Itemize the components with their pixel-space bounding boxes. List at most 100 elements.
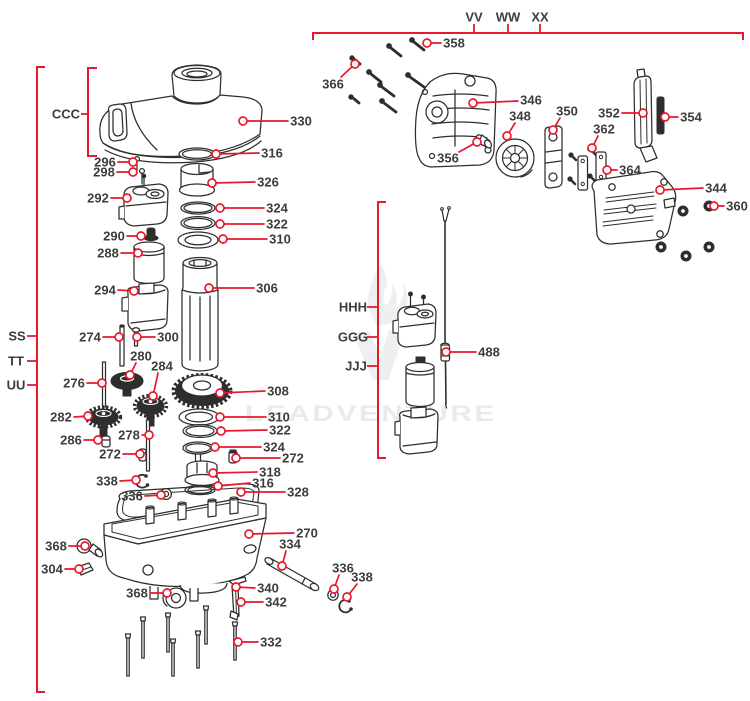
callout-marker[interactable] [468,98,478,108]
callout-322-16[interactable]: 322 [215,217,288,232]
callout-368-48[interactable]: 368 [126,586,172,601]
callout-marker[interactable] [233,637,243,647]
callout-marker[interactable] [207,178,217,188]
callout-marker[interactable] [132,332,142,342]
callout-marker[interactable] [93,435,103,445]
callout-298-19[interactable]: 298 [93,165,138,180]
callout-marker[interactable] [210,442,220,452]
callout-324-15[interactable]: 324 [215,201,289,216]
callout-316-40[interactable]: 316 [213,476,274,491]
callout-marker[interactable] [128,157,138,167]
callout-marker[interactable] [204,283,214,293]
callout-marker[interactable] [128,167,138,177]
callout-288-22[interactable]: 288 [97,246,143,261]
callout-326-14[interactable]: 326 [207,175,279,190]
callout-318-39[interactable]: 318 [208,465,281,480]
callout-290-21[interactable]: 290 [103,229,146,244]
callout-marker[interactable] [135,449,145,459]
callout-330-12[interactable]: 330 [238,114,312,129]
callout-340-49[interactable]: 340 [231,581,279,596]
callout-364-9[interactable]: 364 [602,163,642,178]
callout-marker[interactable] [441,347,451,357]
callout-294-23[interactable]: 294 [94,283,139,298]
callout-316-13[interactable]: 316 [211,146,283,161]
callout-marker[interactable] [422,38,432,48]
callout-marker[interactable] [215,219,225,229]
callout-334-45[interactable]: 334 [277,537,302,571]
callout-272-38[interactable]: 272 [231,451,304,466]
callout-306-33[interactable]: 306 [204,281,278,296]
callout-marker[interactable] [238,116,248,126]
callout-272-32[interactable]: 272 [99,447,145,462]
callout-marker[interactable] [211,149,221,159]
callout-marker[interactable] [80,541,90,551]
callout-270-44[interactable]: 270 [244,526,318,541]
callout-marker[interactable] [709,201,719,211]
callout-marker[interactable] [218,234,228,244]
callout-marker[interactable] [660,112,670,122]
callout-356-5[interactable]: 356 [437,137,482,166]
callout-348-3[interactable]: 348 [502,109,531,141]
callout-marker[interactable] [144,430,154,440]
callout-marker[interactable] [122,193,132,203]
callout-marker[interactable] [136,231,146,241]
callout-280-26[interactable]: 280 [125,349,152,380]
callout-366-1[interactable]: 366 [322,59,360,92]
callout-marker[interactable] [472,137,482,147]
callout-marker[interactable] [638,108,648,118]
callout-338-42[interactable]: 338 [96,474,141,489]
callout-marker[interactable] [215,412,225,422]
callout-282-29[interactable]: 282 [50,410,93,425]
callout-274-24[interactable]: 274 [79,330,124,345]
callout-marker[interactable] [329,584,339,594]
callout-310-35[interactable]: 310 [215,410,290,425]
callout-marker[interactable] [236,597,246,607]
callout-marker[interactable] [208,468,218,478]
callout-marker[interactable] [97,378,107,388]
callout-292-20[interactable]: 292 [87,191,132,206]
callout-344-10[interactable]: 344 [655,181,728,196]
callout-marker[interactable] [350,59,360,69]
callout-336-52[interactable]: 336 [329,561,354,594]
callout-marker[interactable] [602,165,612,175]
callout-marker[interactable] [83,411,93,421]
callout-322-36[interactable]: 322 [216,423,291,438]
callout-368-46[interactable]: 368 [45,539,90,554]
callout-276-28[interactable]: 276 [63,376,107,391]
callout-338-53[interactable]: 338 [342,570,373,602]
callout-332-51[interactable]: 332 [233,635,282,650]
callout-marker[interactable] [548,125,558,135]
callout-300-25[interactable]: 300 [132,330,179,345]
callout-marker[interactable] [277,561,287,571]
callout-350-4[interactable]: 350 [548,104,578,135]
callout-marker[interactable] [114,332,124,342]
callout-marker[interactable] [502,131,512,141]
callout-488-54[interactable]: 488 [441,345,500,360]
callout-marker[interactable] [215,203,225,213]
callout-354-7[interactable]: 354 [660,110,703,125]
callout-362-8[interactable]: 362 [587,122,615,153]
callout-336-43[interactable]: 336 [121,489,166,504]
callout-marker[interactable] [244,529,254,539]
callout-304-47[interactable]: 304 [41,562,84,577]
callout-marker[interactable] [162,588,172,598]
callout-278-31[interactable]: 278 [118,428,154,443]
callout-324-37[interactable]: 324 [210,440,286,455]
callout-marker[interactable] [342,592,352,602]
callout-286-30[interactable]: 286 [60,433,103,448]
callout-marker[interactable] [129,286,139,296]
callout-358-0[interactable]: 358 [422,36,465,51]
callout-marker[interactable] [156,490,166,500]
callout-marker[interactable] [74,564,84,574]
callout-308-34[interactable]: 308 [215,384,289,399]
callout-marker[interactable] [236,487,246,497]
callout-marker[interactable] [213,481,223,491]
callout-310-17[interactable]: 310 [218,232,291,247]
callout-296-18[interactable]: 296 [94,155,138,170]
callout-marker[interactable] [655,185,665,195]
callout-346-2[interactable]: 346 [468,93,542,108]
callout-marker[interactable] [133,248,143,258]
callout-marker[interactable] [125,370,135,380]
callout-marker[interactable] [587,143,597,153]
callout-marker[interactable] [216,426,226,436]
